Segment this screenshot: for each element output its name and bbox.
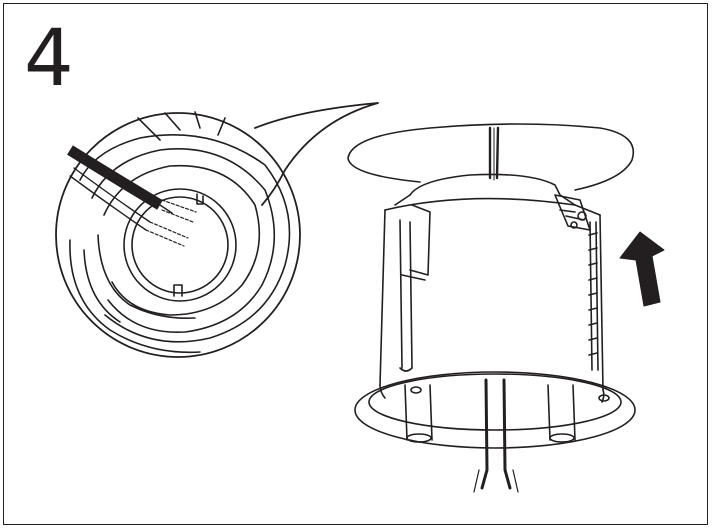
recessed-can-housing-icon <box>354 173 636 493</box>
wire-connection-detail-icon <box>55 102 379 358</box>
panel-frame <box>3 3 708 525</box>
step-number: 4 <box>24 14 74 104</box>
upward-arrow-icon <box>619 231 665 307</box>
ceiling-cutout <box>347 123 635 191</box>
